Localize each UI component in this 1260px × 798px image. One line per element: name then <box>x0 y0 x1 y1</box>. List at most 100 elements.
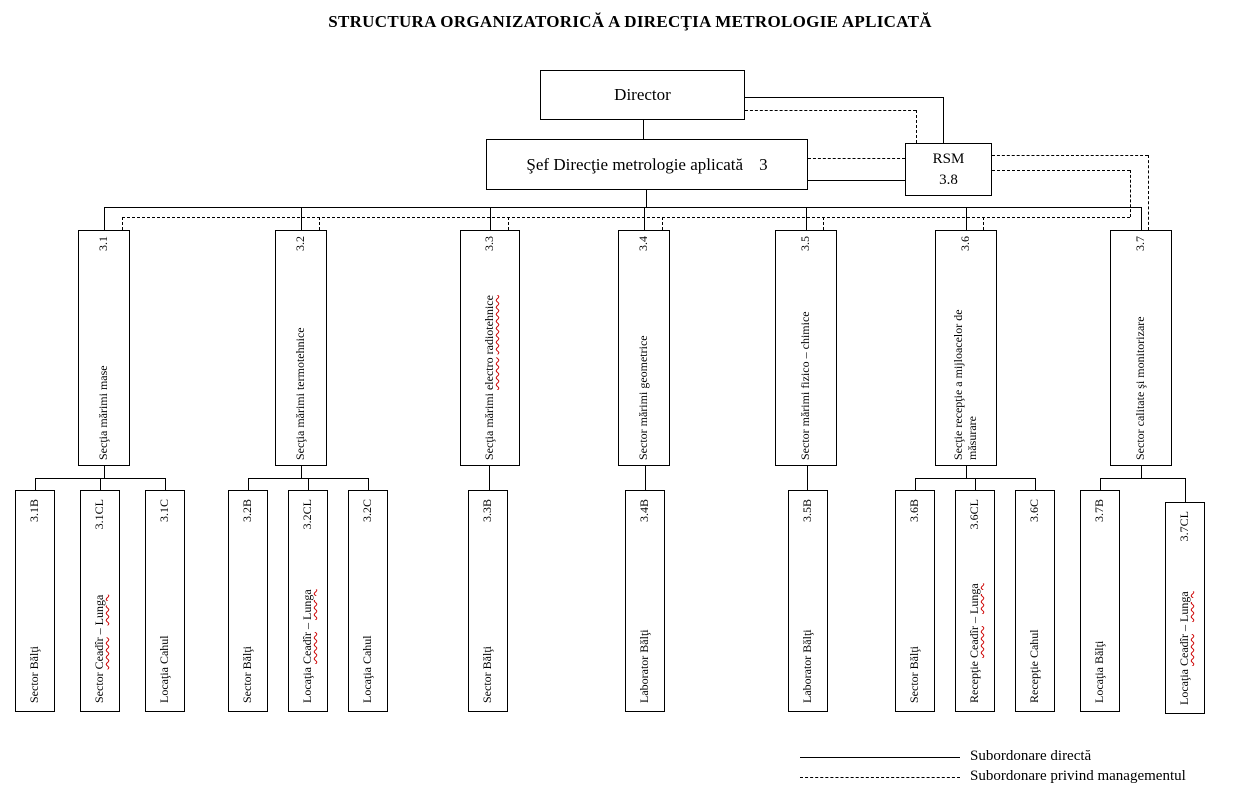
org-node-name: Sector Bălţi <box>240 646 255 703</box>
org-node-name: Secţia mărimi electro radiotehnice <box>482 295 497 460</box>
org-node-code: 3.6 <box>958 236 973 251</box>
connector-dashed <box>662 217 663 230</box>
org-node-3-2B: Sector Bălţi 3.2B <box>228 490 268 712</box>
org-node-3-1B: Sector Bălţi 3.1B <box>15 490 55 712</box>
connector-solid <box>308 478 309 490</box>
org-node-code: 3.4B <box>637 499 652 523</box>
org-node-label: Director <box>614 85 671 104</box>
connector-solid <box>943 97 944 143</box>
connector-solid <box>104 466 105 478</box>
org-node-name: Sector Bălţi <box>27 646 42 703</box>
connector-dashed <box>508 217 509 230</box>
org-node-3-6C: Recepţie Cahul 3.6C <box>1015 490 1055 712</box>
org-node-name: Recepţie Ceadîr – Lunga <box>967 583 982 703</box>
org-node-name: Sector Bălţi <box>907 646 922 703</box>
connector-solid <box>248 478 249 490</box>
connector-solid <box>1035 478 1036 490</box>
org-node-3-5: Sector mărimi fizico – chimice 3.5 <box>775 230 837 466</box>
org-node-3-1CL: Sector Ceadîr – Lunga 3.1CL <box>80 490 120 712</box>
org-node-3-5B: Laborator Bălţi 3.5B <box>788 490 828 712</box>
org-node-code: 3.5 <box>798 236 813 251</box>
connector-solid <box>490 207 491 230</box>
org-node-name: Locaţia Ceadîr – Lunga <box>1177 591 1192 705</box>
connector-dashed <box>1130 170 1131 217</box>
org-node-3-1C: Locaţia Cahul 3.1C <box>145 490 185 712</box>
connector-solid <box>1100 478 1185 479</box>
connector-solid <box>644 207 645 230</box>
org-node-code: 3.7B <box>1092 499 1107 523</box>
connector-solid <box>643 120 644 139</box>
connector-solid <box>368 478 369 490</box>
org-node-name: Sector Bălţi <box>480 646 495 703</box>
org-node-code: 3.4 <box>636 236 651 251</box>
org-node-name: Secţia mărimi mase <box>96 365 111 460</box>
connector-dashed <box>916 110 917 143</box>
org-node-name: Locaţia Bălţi <box>1092 640 1107 703</box>
org-node-3-6B: Sector Bălţi 3.6B <box>895 490 935 712</box>
legend-solid-line <box>800 757 960 758</box>
org-node-name: Sector calitate şi monitorizare <box>1133 316 1148 460</box>
org-node-director: Director <box>540 70 745 120</box>
org-node-name: Sector Ceadîr – Lunga <box>92 594 107 703</box>
org-node-3-3B: Sector Bălţi 3.3B <box>468 490 508 712</box>
org-node-name: Laborator Bălţi <box>800 629 815 703</box>
connector-dashed <box>992 170 1130 171</box>
org-node-name: Secţie recepţie a mijloacelor de măsurar… <box>951 309 979 460</box>
org-node-code: 3.3B <box>480 499 495 523</box>
connector-solid <box>301 207 302 230</box>
connector-dashed <box>122 217 1130 218</box>
connector-solid <box>100 478 101 490</box>
connector-solid <box>646 190 647 207</box>
connector-solid <box>645 466 646 490</box>
org-node-code: 3 <box>759 154 768 174</box>
org-node-label: Şef Direcţie metrologie aplicată <box>526 154 744 174</box>
org-node-name: Locaţia Cahul <box>360 635 375 703</box>
connector-dashed <box>745 110 916 111</box>
connector-solid <box>808 180 905 181</box>
org-node-code: 3.2B <box>240 499 255 523</box>
org-node-name: Sector mărimi fizico – chimice <box>798 311 813 460</box>
org-node-name: Locaţia Ceadîr – Lunga <box>300 589 315 703</box>
org-node-code: 3.1C <box>157 499 172 523</box>
chart-title: STRUCTURA ORGANIZATORICĂ A DIRECŢIA METR… <box>328 12 932 31</box>
org-node-code: 3.7 <box>1133 236 1148 251</box>
org-node-code: 3.6C <box>1027 499 1042 523</box>
connector-solid <box>1141 207 1142 230</box>
org-node-name: Laborator Bălţi <box>637 629 652 703</box>
org-node-3-1: Secţia mărimi mase 3.1 <box>78 230 130 466</box>
org-node-code: 3.1 <box>96 236 111 251</box>
org-node-code: 3.1B <box>27 499 42 523</box>
legend-solid-label: Subordonare directă <box>970 748 1092 764</box>
connector-dashed <box>992 155 1148 156</box>
connector-solid <box>745 97 943 98</box>
connector-solid <box>806 207 807 230</box>
org-node-code: 3.2C <box>360 499 375 523</box>
connector-solid <box>807 466 808 490</box>
org-node-3-2C: Locaţia Cahul 3.2C <box>348 490 388 712</box>
org-node-code: 3.1CL <box>92 499 107 530</box>
connector-solid <box>35 478 36 490</box>
org-node-rsm: RSM 3.8 <box>905 143 992 196</box>
org-node-label: RSM <box>932 151 965 168</box>
org-node-name: Recepţie Cahul <box>1027 629 1042 703</box>
connector-solid <box>975 478 976 490</box>
connector-dashed <box>122 217 123 230</box>
org-node-3-7: Sector calitate şi monitorizare 3.7 <box>1110 230 1172 466</box>
connector-solid <box>165 478 166 490</box>
org-node-3-6: Secţie recepţie a mijloacelor de măsurar… <box>935 230 997 466</box>
org-node-3-7B: Locaţia Bălţi 3.7B <box>1080 490 1120 712</box>
org-node-code: 3.5B <box>800 499 815 523</box>
org-node-sef-directie: Şef Direcţie metrologie aplicată 3 <box>486 139 808 190</box>
org-node-code: 3.6B <box>907 499 922 523</box>
org-node-code: 3.8 <box>939 171 958 188</box>
legend-dashed-line <box>800 777 960 778</box>
org-node-name: Locaţia Cahul <box>157 635 172 703</box>
connector-solid <box>966 207 967 230</box>
connector-solid <box>966 466 967 478</box>
connector-solid <box>489 466 490 490</box>
